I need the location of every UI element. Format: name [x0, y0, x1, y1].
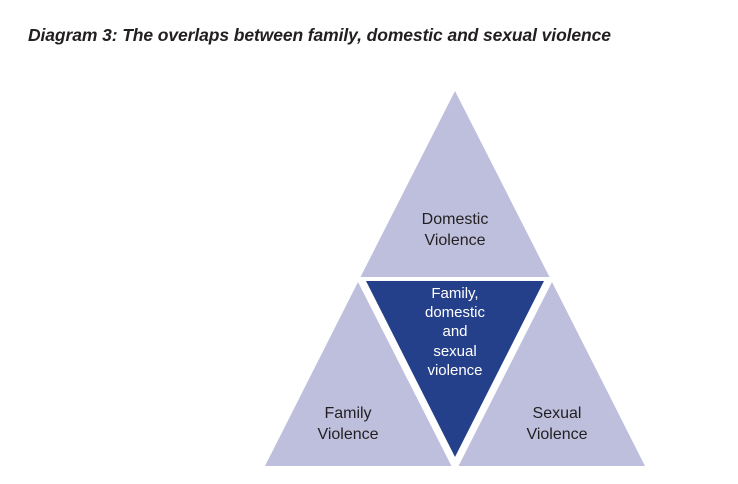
- triangle-overlap-center: [366, 281, 544, 457]
- figure-title: Diagram 3: The overlaps between family, …: [28, 25, 611, 45]
- triangle-family-violence: [265, 282, 452, 466]
- triangle-domestic-violence: [360, 91, 550, 277]
- triangle-sexual-violence: [458, 282, 645, 466]
